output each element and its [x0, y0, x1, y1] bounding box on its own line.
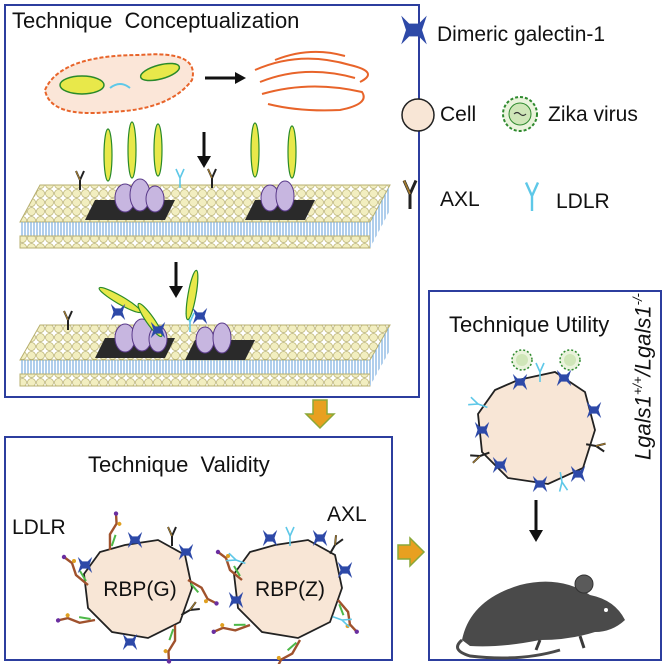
rbp-z-label: RBP(Z) — [255, 578, 325, 601]
membrane-lower — [19, 269, 391, 387]
er-cell-icon — [43, 53, 194, 115]
cell-icon — [401, 98, 435, 132]
galectin-dimer-icon — [401, 15, 427, 45]
cell-rbp-z — [209, 526, 366, 664]
axl-receptor-icon — [402, 179, 418, 211]
legend-galectin-label: Dimeric galectin-1 — [437, 23, 606, 46]
zika-virus-icon — [502, 96, 538, 132]
ldlr-receptor-icon — [524, 181, 540, 213]
legend-cell-label: Cell — [440, 103, 477, 126]
legend-virus-label: Zika virus — [548, 103, 638, 126]
legend-axl-label: AXL — [440, 188, 480, 211]
golgi-icon — [254, 50, 369, 112]
down-arrow-icon — [169, 132, 211, 298]
validity-ldlr-label: LDLR — [12, 516, 66, 539]
utility-cell — [467, 349, 607, 493]
validity-title: Technique Validity — [88, 452, 270, 477]
cell-rbp-g — [53, 509, 221, 664]
arrow-down-to-validity — [304, 399, 336, 430]
mouse-icon — [456, 574, 625, 660]
arrow-right-to-utility — [397, 536, 426, 568]
rbp-g-label: RBP(G) — [103, 578, 177, 601]
membrane-upper — [19, 121, 391, 249]
conceptualization-title: Technique Conceptualization — [12, 8, 300, 33]
legend-ldlr-label: LDLR — [556, 190, 610, 213]
validity-axl-label: AXL — [327, 503, 367, 526]
utility-title: Technique Utility — [449, 312, 610, 337]
